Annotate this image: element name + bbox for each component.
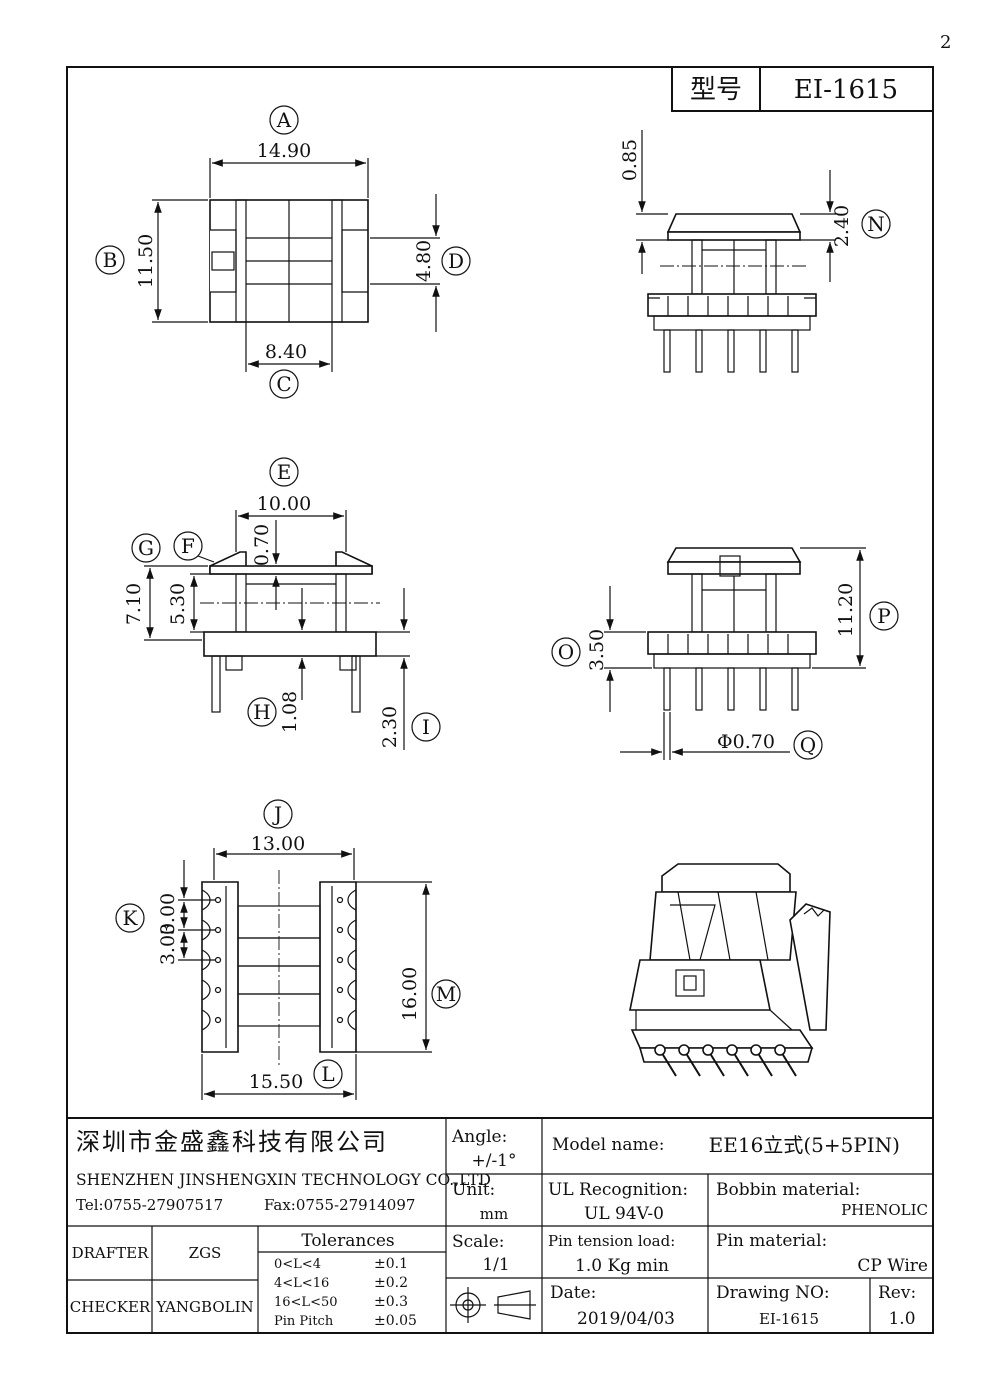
rev-value: 1.0 (888, 1309, 915, 1329)
dim-D-value: 4.80 (413, 240, 435, 282)
pin-tension-label: Pin tension load: (548, 1232, 675, 1250)
dim-G2-value: 5.30 (167, 583, 189, 625)
ul-label: UL Recognition: (548, 1180, 688, 1200)
dim-N-value: 2.40 (831, 205, 853, 247)
company-fax: Fax:0755-27914097 (264, 1196, 415, 1214)
label-O: O (558, 640, 574, 664)
model-name-label: Model name: (552, 1135, 664, 1155)
drawing-no-value: EI-1615 (759, 1310, 819, 1328)
label-K: K (123, 906, 139, 930)
label-M: M (436, 982, 456, 1006)
dim-H-value: 1.08 (279, 691, 301, 733)
dim-A-value: 14.90 (257, 140, 311, 162)
dim-L-value: 15.50 (249, 1071, 303, 1093)
dim-G-value: 7.10 (123, 583, 145, 625)
unit-label: Unit: (452, 1180, 495, 1200)
checker-label: CHECKER (70, 1298, 151, 1316)
rev-label: Rev: (878, 1283, 916, 1303)
drawing-no-label: Drawing NO: (716, 1283, 830, 1303)
corner-mark: 2 (940, 32, 951, 53)
company-tel: Tel:0755-27907517 (76, 1196, 223, 1214)
tolerance-value: ±0.3 (374, 1294, 408, 1310)
view-front (131, 457, 441, 750)
outer-frame (66, 66, 934, 1334)
label-N: N (867, 212, 885, 236)
dim-P-value: 11.20 (835, 583, 857, 637)
tolerance-range: 4<L<16 (274, 1276, 329, 1291)
scale-value: 1/1 (482, 1255, 509, 1275)
dim-E-value: 10.00 (257, 493, 311, 515)
dim-085-value: 0.85 (619, 139, 641, 181)
label-H: H (253, 700, 270, 724)
tolerance-range: 16<L<50 (274, 1295, 338, 1310)
dim-O-value: 3.50 (586, 629, 608, 671)
bobbin-value: PHENOLIC (841, 1201, 928, 1219)
drafter-value: ZGS (189, 1244, 222, 1262)
label-A: A (276, 108, 292, 132)
label-Q: Q (800, 733, 816, 757)
view-side-middle-right (551, 547, 899, 760)
view-top (95, 105, 471, 399)
checker-value: YANGBOLIN (155, 1298, 253, 1316)
view-bottom (115, 799, 461, 1100)
dim-M-value: 16.00 (399, 967, 421, 1021)
angle-label: Angle: (451, 1127, 507, 1147)
model-name-value: EE16立式(5+5PIN) (709, 1133, 900, 1157)
label-E: E (277, 460, 292, 484)
dim-F-value: 0.70 (251, 524, 273, 566)
label-J: J (272, 802, 282, 826)
ul-value: UL 94V-0 (584, 1204, 664, 1224)
scale-label: Scale: (452, 1232, 505, 1252)
label-F: F (181, 534, 195, 558)
view-isometric (629, 863, 831, 1077)
model-header: 型号 EI-1615 (671, 66, 934, 112)
unit-value: mm (480, 1205, 508, 1223)
model-value: EI-1615 (794, 75, 898, 105)
label-P: P (877, 604, 890, 628)
dim-C-value: 8.40 (265, 341, 307, 363)
label-L: L (321, 1062, 334, 1086)
pin-tension-value: 1.0 Kg min (575, 1256, 669, 1276)
label-C: C (276, 372, 291, 396)
date-label: Date: (550, 1283, 596, 1303)
company-cn: 深圳市金盛鑫科技有限公司 (76, 1128, 388, 1156)
tolerance-range: Pin Pitch (274, 1314, 334, 1329)
angle-value: +/-1° (471, 1151, 516, 1171)
tolerance-value: ±0.1 (374, 1256, 408, 1272)
company-en: SHENZHEN JINSHENGXIN TECHNOLOGY CO.,LTD (76, 1171, 491, 1189)
bobbin-label: Bobbin material: (716, 1180, 860, 1200)
label-D: D (448, 249, 464, 273)
tolerance-value: ±0.2 (374, 1275, 408, 1291)
date-value: 2019/04/03 (577, 1309, 675, 1329)
label-I: I (422, 715, 430, 739)
title-block (67, 1117, 933, 1333)
model-label: 型号 (690, 75, 742, 105)
dim-K-value-1: 3.00 (157, 893, 179, 935)
dim-B-value: 11.50 (135, 234, 157, 288)
dim-K-value-2: 3.00 (157, 923, 179, 965)
label-G: G (138, 536, 154, 560)
tolerance-value: ±0.05 (374, 1313, 417, 1329)
dim-I-value: 2.30 (379, 706, 401, 748)
tolerance-table: 0<L<4 ±0.1 4<L<16 ±0.2 16<L<50 ±0.3 Pin … (274, 1256, 417, 1329)
tolerance-range: 0<L<4 (274, 1257, 321, 1272)
pin-material-label: Pin material: (716, 1231, 827, 1251)
drafter-label: DRAFTER (72, 1244, 150, 1262)
tolerances-title: Tolerances (301, 1231, 394, 1251)
dim-Q-value: Φ0.70 (717, 731, 775, 753)
label-B: B (103, 248, 118, 272)
pin-material-value: CP Wire (857, 1256, 928, 1276)
dim-J-value: 13.00 (251, 833, 305, 855)
view-side-top-right (636, 130, 891, 373)
